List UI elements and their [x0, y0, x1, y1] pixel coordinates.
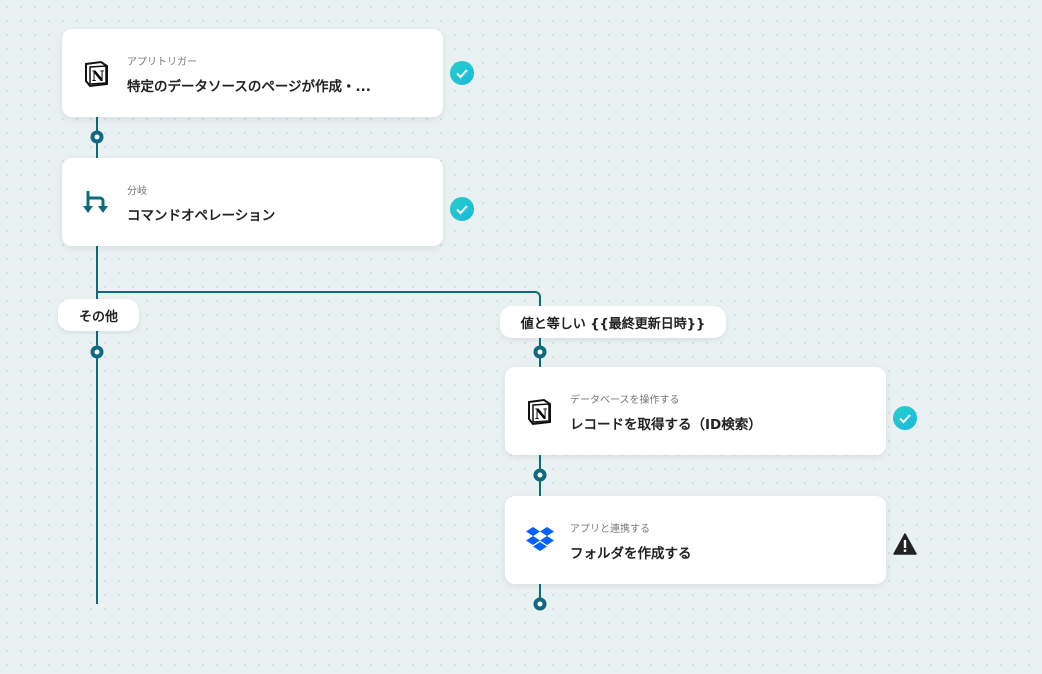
notion-icon: N: [85, 60, 108, 88]
branch-label-other[interactable]: その他: [58, 299, 139, 331]
add-step-node[interactable]: [533, 597, 547, 611]
check-icon: [450, 61, 474, 85]
branch-label-equals[interactable]: 値と等しい {{最終更新日時}}: [500, 306, 726, 338]
add-step-node[interactable]: [533, 345, 547, 359]
branch-icon: [83, 191, 108, 213]
add-step-node[interactable]: [90, 130, 104, 144]
step-type: アプリと連携する: [570, 524, 650, 535]
svg-text:N: N: [535, 407, 548, 423]
check-icon: [450, 197, 474, 221]
dropbox-icon: [526, 527, 554, 551]
step-title: コマンドオペレーション: [127, 208, 276, 224]
step-type: データベースを操作する: [570, 395, 680, 406]
step-title: 特定のデータソースのページが作成・...: [127, 79, 371, 95]
add-step-node[interactable]: [90, 345, 104, 359]
step-type: 分岐: [127, 186, 147, 197]
step-card-create-folder[interactable]: アプリと連携する フォルダを作成する: [505, 496, 886, 584]
step-type: アプリトリガー: [127, 57, 197, 68]
connector-corner: [530, 291, 541, 302]
notion-icon: N: [528, 398, 551, 426]
warning-icon: [893, 533, 917, 555]
connector-line: [96, 116, 98, 604]
add-step-node[interactable]: [533, 468, 547, 482]
step-card-get-record[interactable]: N データベースを操作する レコードを取得する（ID検索）: [505, 367, 886, 455]
connector-line: [96, 291, 536, 293]
step-title: レコードを取得する（ID検索）: [570, 417, 762, 433]
step-card-trigger[interactable]: N アプリトリガー 特定のデータソースのページが作成・...: [62, 29, 443, 117]
svg-text:N: N: [92, 69, 105, 85]
check-icon: [893, 406, 917, 430]
step-title: フォルダを作成する: [570, 546, 692, 562]
step-card-branch[interactable]: 分岐 コマンドオペレーション: [62, 158, 443, 246]
